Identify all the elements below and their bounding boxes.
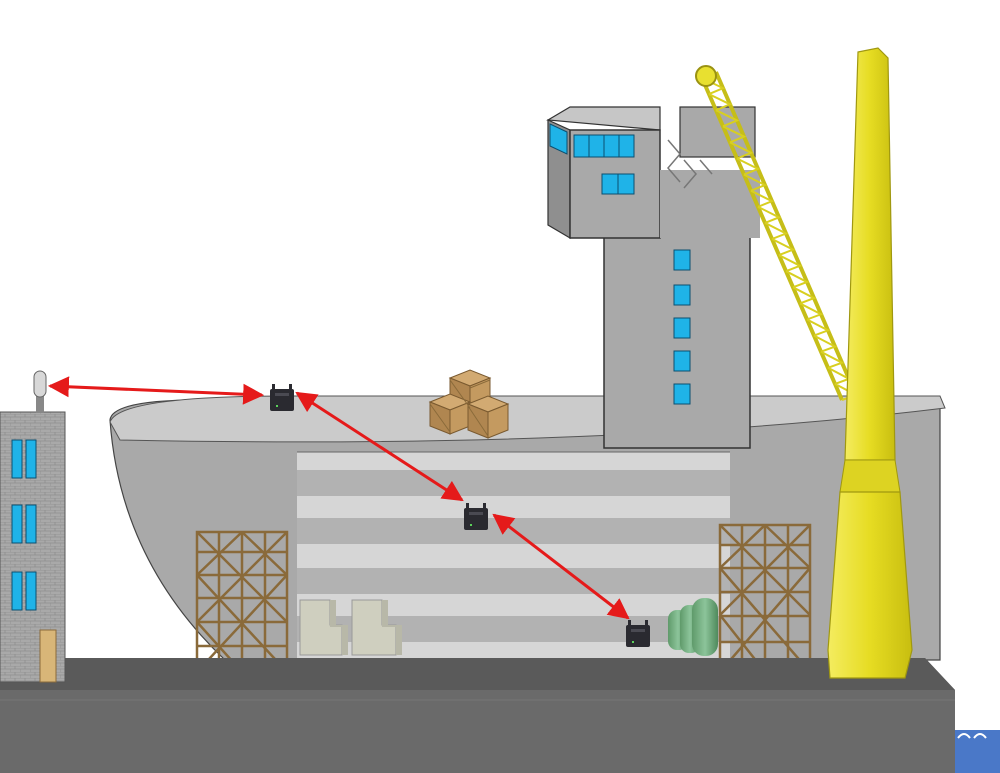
link-hull-to-dock-radio <box>492 513 630 620</box>
water <box>955 730 1000 773</box>
green-tanks <box>668 598 718 656</box>
deck-crates <box>428 369 510 439</box>
hold-cargo-blocks <box>299 599 402 656</box>
tower-windows <box>673 249 691 405</box>
building-door <box>39 629 57 683</box>
crane-boom <box>695 65 859 401</box>
dock <box>0 658 955 773</box>
bridge-windows <box>549 123 635 195</box>
link-deck-to-hull-radio <box>295 391 464 502</box>
radio-unit-hull <box>464 503 488 530</box>
radio-unit-dock <box>626 620 650 647</box>
scaffold-right <box>718 523 812 674</box>
building-windows <box>11 439 37 611</box>
radio-unit-deck <box>270 384 294 411</box>
mast-antenna <box>33 370 47 413</box>
wireless-links <box>47 376 630 620</box>
link-antenna-to-deck-radio <box>47 376 265 405</box>
ship-hull <box>109 395 946 661</box>
shore-building <box>0 411 66 683</box>
crane-mast <box>827 47 913 679</box>
